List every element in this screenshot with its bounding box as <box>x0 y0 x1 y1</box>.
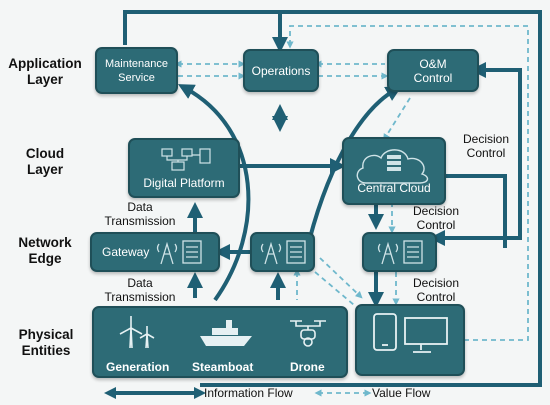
maintenance-service-box: Maintenance Service <box>95 47 178 94</box>
gateway-label: Gateway <box>102 245 150 259</box>
generation-label: Generation <box>106 360 170 374</box>
layer-label-cloud: Cloud Layer <box>25 146 65 177</box>
maintenance-service-label: Maintenance Service <box>105 57 168 84</box>
om-control-box: O&M Control <box>387 49 479 92</box>
edge-right-antenna-server-icon <box>377 240 423 265</box>
edge-node-right-box <box>362 232 437 272</box>
value-flow-lines <box>174 25 529 341</box>
decision-control-mid-label: Decision Control <box>412 204 460 232</box>
top-information-line <box>123 10 542 387</box>
terminal-box <box>355 304 465 376</box>
decision-control-right-label: Decision Control <box>462 132 510 160</box>
digital-platform-box: Digital Platform <box>128 138 240 198</box>
computer-network-icon <box>161 148 211 171</box>
data-transmission-upper-label: Data Transmission <box>104 200 176 228</box>
layer-label-physical: Physical Entities <box>18 327 74 358</box>
wind-turbine-icon <box>119 316 155 349</box>
cloud-icon <box>356 149 429 184</box>
steamboat-label: Steamboat <box>192 360 254 374</box>
decision-control-low-label: Decision Control <box>412 276 460 304</box>
central-cloud-label: Central Cloud <box>357 181 431 195</box>
gateway-box: Gateway <box>90 232 220 272</box>
terminal-devices-icon <box>373 313 448 353</box>
legend-value-flow-label: Value Flow <box>372 386 431 400</box>
edge-antenna-server-icon <box>260 240 306 265</box>
data-transmission-lower-label: Data Transmission <box>104 276 176 304</box>
om-control-label: O&M Control <box>413 56 453 85</box>
legend-information-flow-label: Information Flow <box>204 386 293 400</box>
operations-label: Operations <box>251 63 311 78</box>
gateway-antenna-server-icon <box>157 240 203 265</box>
operations-box: Operations <box>243 49 319 92</box>
drone-icon <box>290 320 326 347</box>
physical-entities-box: Generation Steamboat Drone <box>92 306 348 378</box>
drone-label: Drone <box>290 360 325 374</box>
layer-label-application: Application Layer <box>8 56 82 87</box>
layer-label-network: Network Edge <box>18 235 72 266</box>
digital-platform-label: Digital Platform <box>143 176 225 190</box>
edge-node-box <box>250 232 315 272</box>
central-cloud-box: Central Cloud <box>342 137 446 205</box>
steamboat-icon <box>200 320 252 346</box>
